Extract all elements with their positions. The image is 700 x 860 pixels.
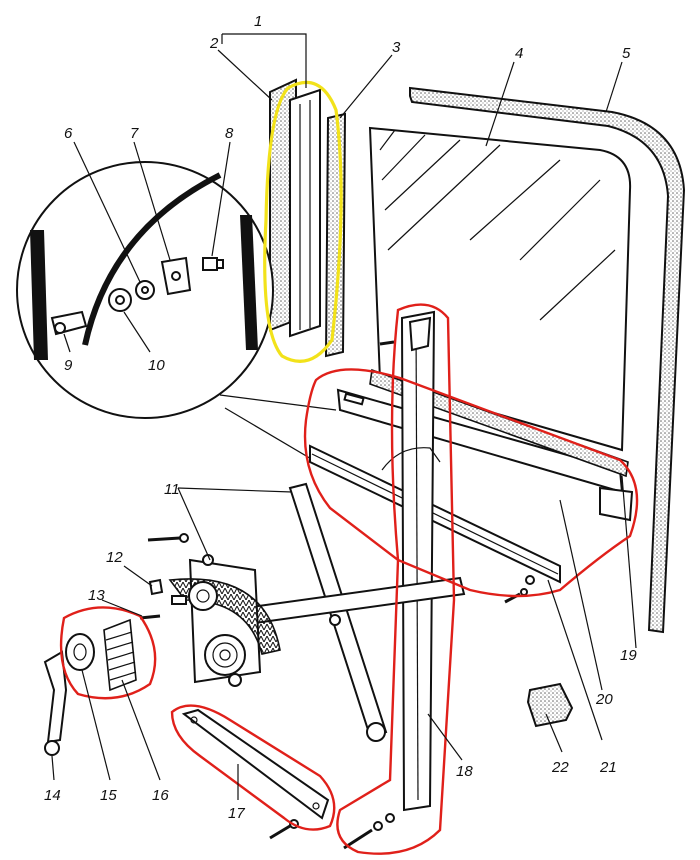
guide-channel-assembly xyxy=(269,78,321,338)
callout-14: 14 xyxy=(44,787,61,804)
washer-part-6 xyxy=(135,280,155,300)
callout-2: 2 xyxy=(209,35,219,52)
window-glass xyxy=(368,126,632,452)
callout-15: 15 xyxy=(100,787,117,804)
callout-22: 22 xyxy=(551,759,569,776)
guide-rail xyxy=(381,310,441,812)
red-highlight-spring-parts xyxy=(59,606,157,700)
callout-19: 19 xyxy=(620,647,637,664)
callout-20: 20 xyxy=(595,691,613,708)
callout-numbers: 1 2 3 4 5 6 7 8 9 10 11 12 13 14 15 16 1… xyxy=(44,13,637,822)
callout-1: 1 xyxy=(254,13,262,30)
callout-8: 8 xyxy=(225,125,234,142)
clip-part-7 xyxy=(160,256,192,296)
red-highlight-guide-rail xyxy=(336,303,456,855)
detail-inset xyxy=(16,161,337,471)
regulator-arms xyxy=(213,482,466,742)
callout-5: 5 xyxy=(622,45,631,62)
callout-10: 10 xyxy=(148,357,165,374)
bracket-part-17 xyxy=(181,708,330,820)
red-highlight-bracket xyxy=(170,704,336,831)
clip-part-12 xyxy=(148,578,164,596)
callout-21: 21 xyxy=(599,759,617,776)
callout-7: 7 xyxy=(130,125,139,142)
regulator-mechanism xyxy=(168,554,281,687)
callout-13: 13 xyxy=(88,587,105,604)
window-frame-seal xyxy=(409,86,686,634)
callout-3: 3 xyxy=(392,39,401,56)
callout-9: 9 xyxy=(64,357,73,374)
callout-16: 16 xyxy=(152,787,169,804)
callout-4: 4 xyxy=(515,45,523,62)
nut-plate-part-9 xyxy=(50,310,88,336)
callout-6: 6 xyxy=(64,125,73,142)
spring-washer-parts xyxy=(65,618,137,692)
yellow-highlight xyxy=(263,80,343,363)
callout-11: 11 xyxy=(164,481,180,498)
red-highlight-lifting-channels xyxy=(303,368,639,598)
callout-17: 17 xyxy=(228,805,245,822)
lifting-channel-lower xyxy=(309,444,561,585)
slider-block-part-22 xyxy=(526,682,574,728)
screw-part-8 xyxy=(202,257,224,271)
leader-lines xyxy=(51,33,623,800)
washer-part-10 xyxy=(108,288,132,312)
callout-12: 12 xyxy=(106,549,123,566)
callout-18: 18 xyxy=(456,763,473,780)
